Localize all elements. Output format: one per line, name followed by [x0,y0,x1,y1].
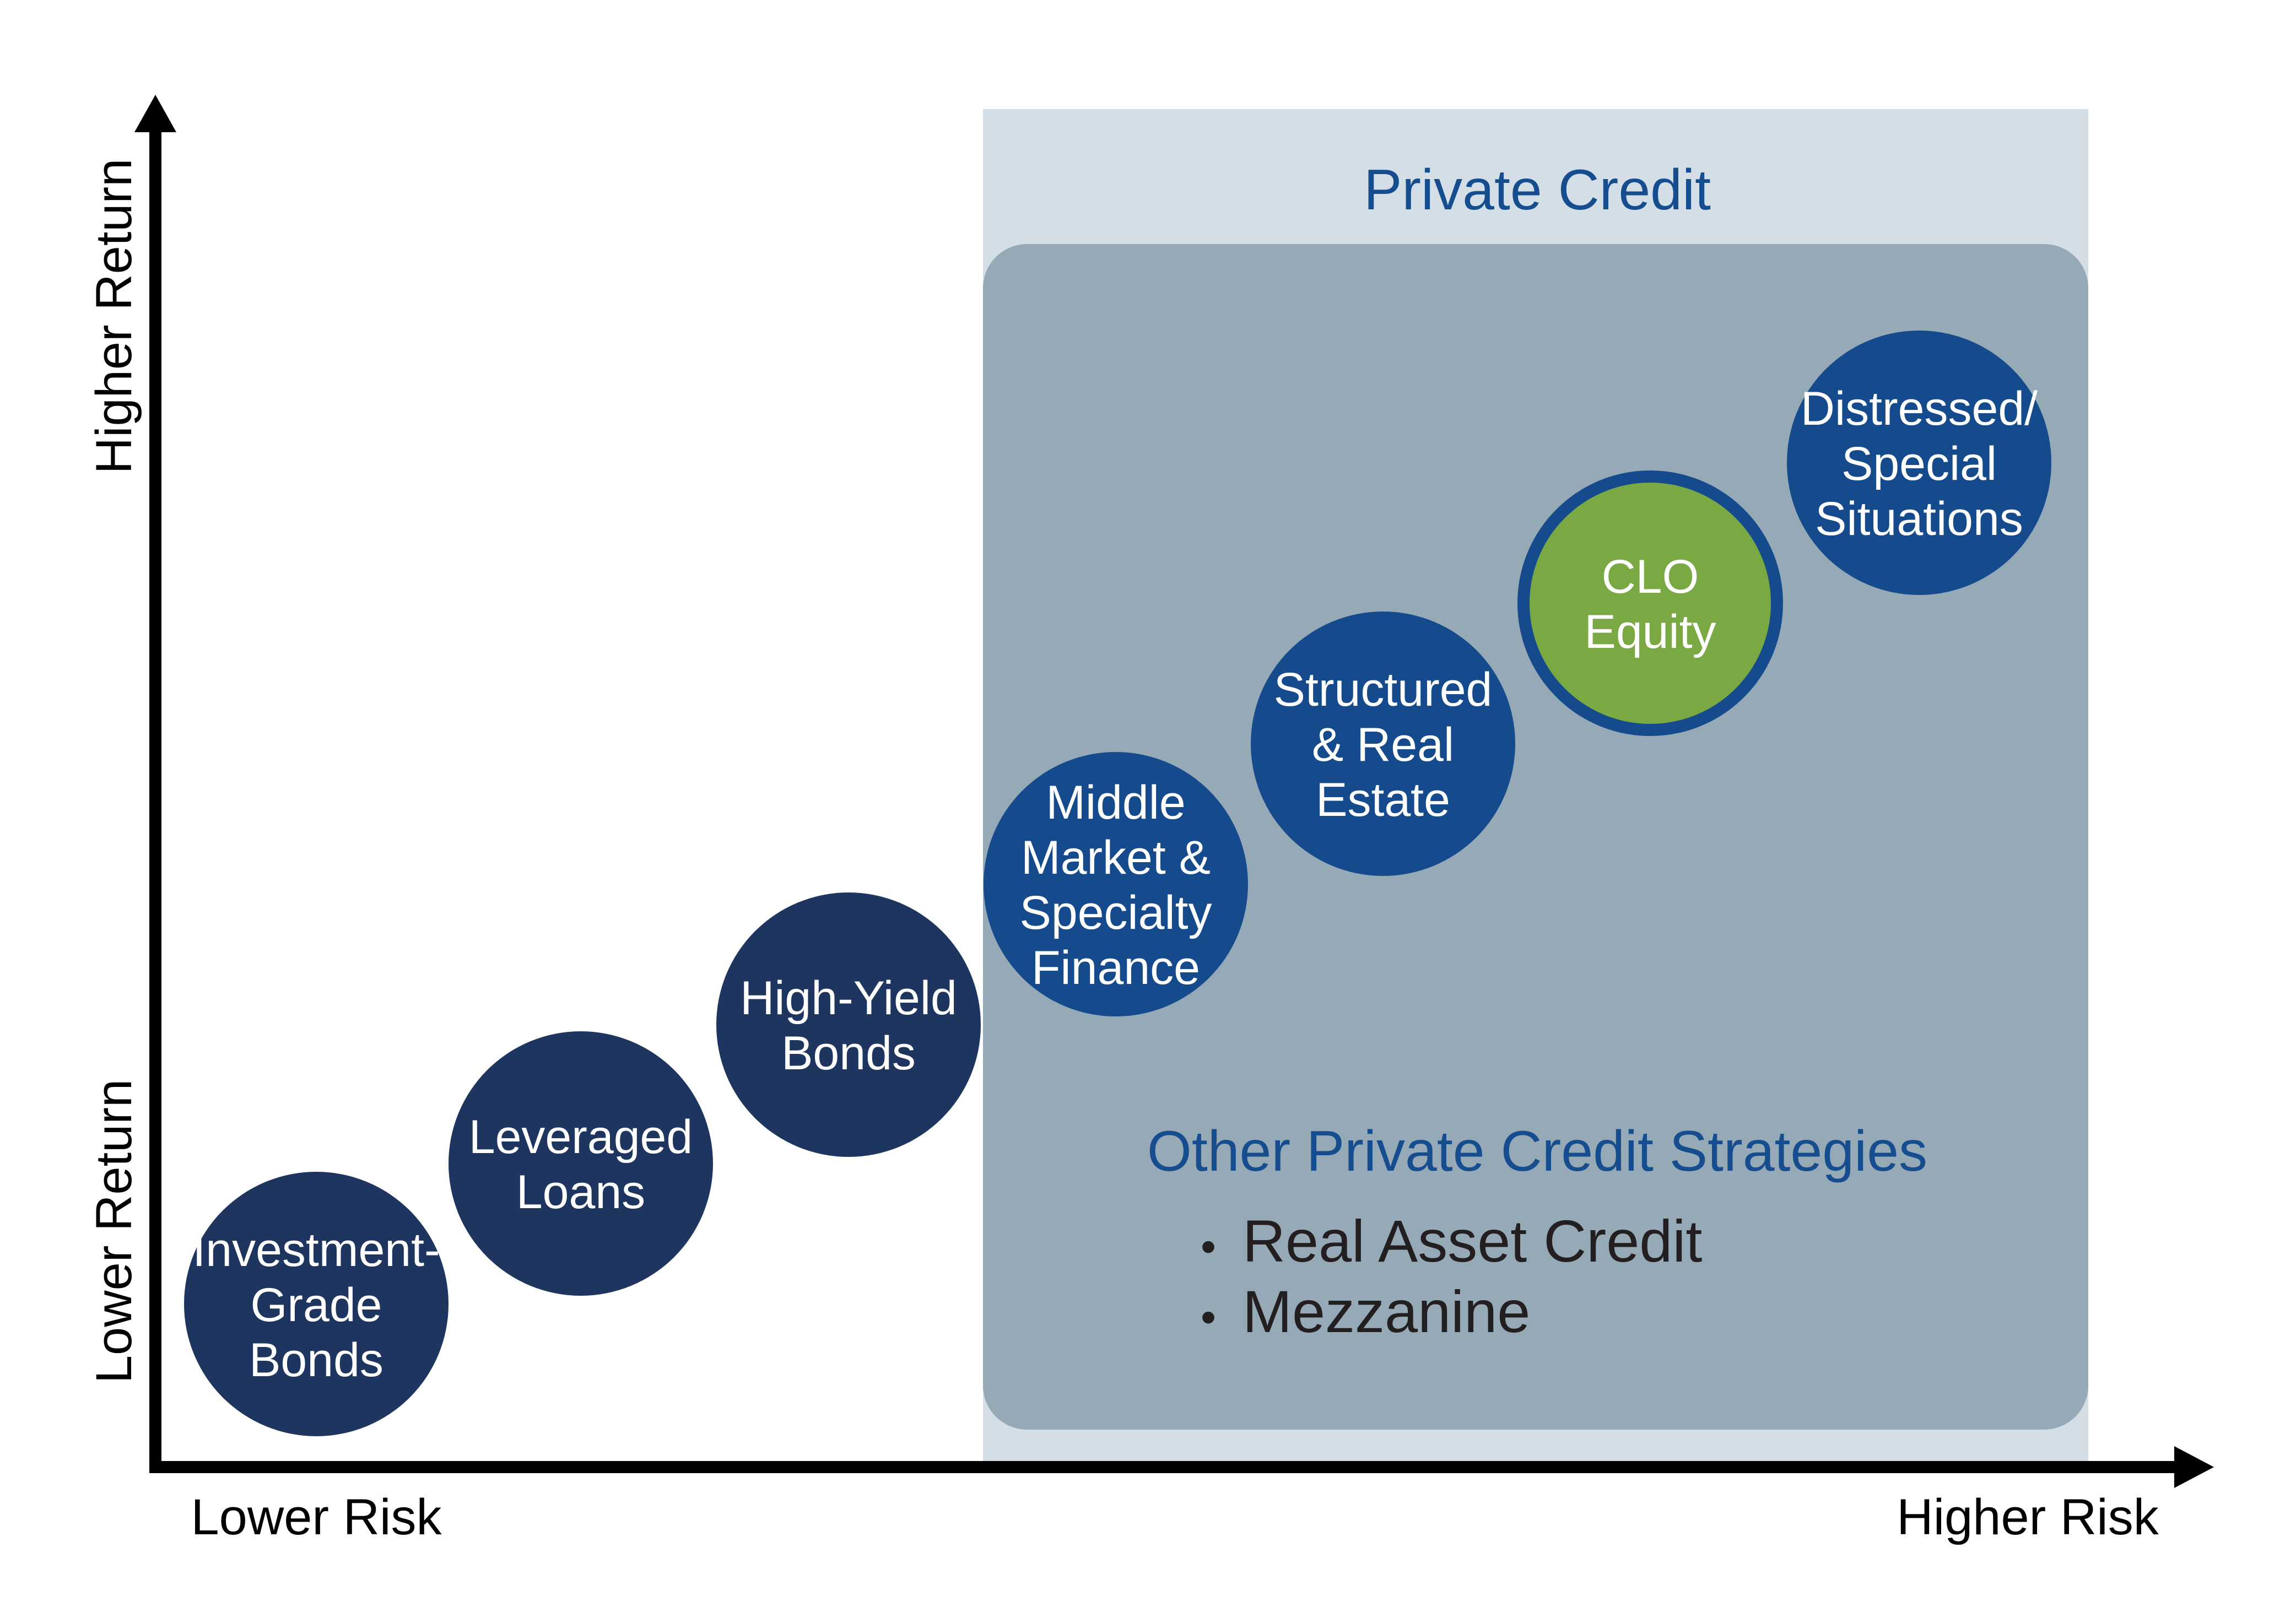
bubble-label-line: Investment- [192,1224,440,1276]
y-axis-low-label: Lower Return [86,1079,142,1383]
bubble-label-line: Special [1841,437,1997,490]
bubble-circle [984,752,1248,1016]
other-strategies-heading: Other Private Credit Strategies [1147,1119,1927,1183]
bubble-label-line: Distressed/ [1801,382,2038,435]
bubble-circle [1787,331,2051,595]
x-axis-arrowhead-icon [2174,1446,2214,1488]
bubble-label-line: Bonds [249,1334,383,1387]
bullet-icon: • [1201,1292,1216,1341]
bubble-circle [1517,470,1783,736]
bubble-label-line: Specialty [1020,886,1212,939]
private-credit-inner-panel [983,244,2088,1430]
bubble-label-line: Structured [1274,663,1493,716]
bubble-label-line: Situations [1815,493,2023,545]
y-axis-arrowhead-icon [134,95,176,132]
bubble-circle [184,1172,449,1436]
bubble-label-line: Loans [516,1166,645,1219]
bubble-label-line: & Real [1312,718,1454,771]
bubble-label-line: Estate [1316,773,1450,826]
bubble-label-line: Equity [1584,605,1716,658]
bubble-label-line: Bonds [781,1027,916,1080]
other-strategy-item: Real Asset Credit [1242,1208,1702,1274]
x-axis-high-label: Higher Risk [1897,1489,2159,1545]
y-axis-high-label: Higher Return [86,159,142,474]
bubble-circle [716,892,981,1157]
asset-class-bubbles: Investment-GradeBondsLeveragedLoansHigh-… [184,331,2051,1436]
bubble-label-line: High-Yield [740,972,957,1025]
private-credit-title: Private Credit [1364,158,1711,222]
bubble-circle [1251,612,1515,876]
bubble-label-line: Finance [1031,942,1200,994]
bubble-label-line: Middle [1046,776,1185,829]
x-axis-low-label: Lower Risk [191,1489,442,1545]
bubble-label-line: Grade [250,1279,382,1332]
bubble-label-line: Market & [1021,831,1211,884]
bullet-icon: • [1201,1222,1216,1271]
other-strategy-item: Mezzanine [1242,1278,1530,1345]
bubble-label-line: CLO [1602,550,1699,603]
bubble-label-line: Leveraged [469,1111,693,1164]
bubble-circle [449,1031,713,1296]
